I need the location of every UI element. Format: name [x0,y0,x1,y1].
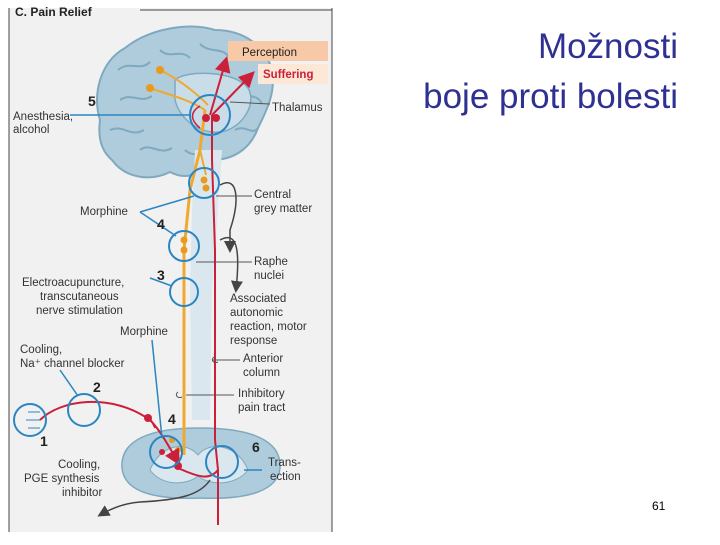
slide-title: Možnosti boje proti bolesti [338,22,678,122]
cooling-pge-label-2: PGE synthesis [24,473,100,485]
associated-label-3: reaction, motor [230,321,307,333]
electro-label-1: Electroacupuncture, [22,277,124,289]
associated-label-1: Associated [230,293,286,305]
transection-label-2: ection [270,471,301,483]
associated-label-2: autonomic [230,307,283,319]
marker-2: 2 [93,379,101,395]
pain-relief-diagram: C. Pain Relief Perception Suffering [0,0,340,540]
electro-label-2: transcutaneous [40,291,119,303]
perception-label: Perception [242,47,297,59]
anterior-label-2: column [243,367,280,379]
pain-relief-figure: C. Pain Relief Perception Suffering [0,0,340,540]
electro-label-3: nerve stimulation [36,305,123,317]
morphine-lower-label: Morphine [120,326,168,338]
cooling-pge-label-3: inhibitor [62,487,102,499]
raphe-label-2: nuclei [254,270,284,282]
marker-5: 5 [88,93,96,109]
central-grey-label-1: Central [254,189,291,201]
raphe-label-1: Raphe [254,256,288,268]
inhibitory-label-1: Inhibitory [238,388,285,400]
transection-label-1: Trans- [268,457,301,469]
anesthesia-label-1: Anesthesia, [13,111,73,123]
marker-4-upper: 4 [157,216,165,232]
marker-4-lower: 4 [168,411,176,427]
slide-title-line-2: boje proti bolesti [338,72,678,122]
figure-heading: C. Pain Relief [15,5,93,19]
anterior-label-1: Anterior [243,353,283,365]
marker-3: 3 [157,267,165,283]
page-number: 61 [652,499,665,513]
inhibitory-label-2: pain tract [238,402,286,414]
cooling-label-1: Cooling, [20,344,62,356]
central-grey-label-2: grey matter [254,203,312,215]
morphine-upper-label: Morphine [80,206,128,218]
marker-6: 6 [252,439,260,455]
thalamus-label: Thalamus [272,102,323,114]
marker-1: 1 [40,433,48,449]
associated-label-4: response [230,335,277,347]
cooling-pge-label-1: Cooling, [58,459,100,471]
slide-title-line-1: Možnosti [338,22,678,72]
anesthesia-label-2: alcohol [13,124,49,136]
cooling-label-2: Na⁺ channel blocker [20,358,125,370]
suffering-label: Suffering [263,69,313,81]
